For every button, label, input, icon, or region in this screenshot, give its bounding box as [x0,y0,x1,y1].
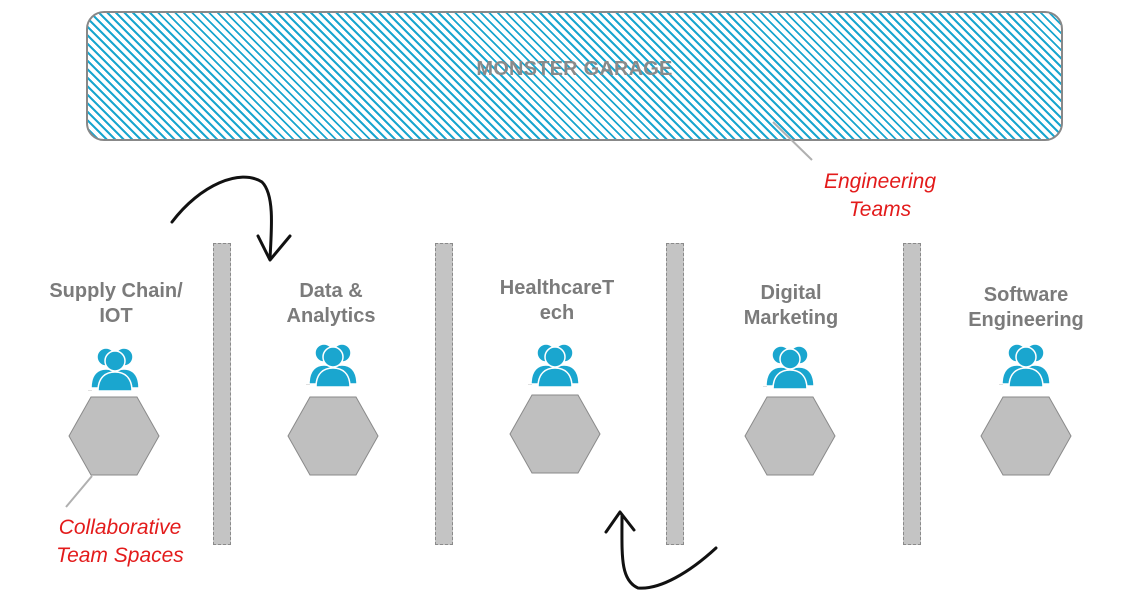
hexagon-icon [287,396,379,476]
team-space-label: Software Engineering [968,284,1084,331]
space-divider [435,243,453,545]
dots-marker: ·· [306,382,310,388]
team-space-label: HealthcareT ech [499,277,615,324]
people-group-icon [308,343,358,388]
collaborative-spaces-leader-line [65,475,93,508]
monster-garage-title: MONSTER GARAGE [476,58,673,80]
monster-garage-banner [86,11,1063,141]
people-group-icon [1001,343,1051,388]
space-divider [666,243,684,545]
hexagon-icon [509,394,601,474]
space-divider [903,243,921,545]
hexagon-icon [68,396,160,476]
people-group-icon [765,345,815,390]
dots-marker: ·· [999,382,1003,388]
hexagon-icon [980,396,1072,476]
dots-marker: ·· [528,382,532,388]
hexagon-icon [744,396,836,476]
curved-arrow-icon [170,175,292,262]
engineering-teams-leader-line [772,121,813,161]
collaborative-spaces-annotation: Collaborative Team Spaces [56,516,184,567]
engineering-teams-annotation: Engineering Teams [823,170,937,221]
team-space-label: Digital Marketing [743,282,839,329]
people-group-icon [90,347,140,392]
team-space-label: Supply Chain/ IOT [49,280,183,327]
people-group-icon [530,343,580,388]
dots-marker: ·· [88,388,92,394]
space-divider [213,243,231,545]
curved-arrow-icon [604,510,718,590]
team-space-label: Data & Analytics [286,280,376,327]
dots-marker: ·· [763,384,767,390]
